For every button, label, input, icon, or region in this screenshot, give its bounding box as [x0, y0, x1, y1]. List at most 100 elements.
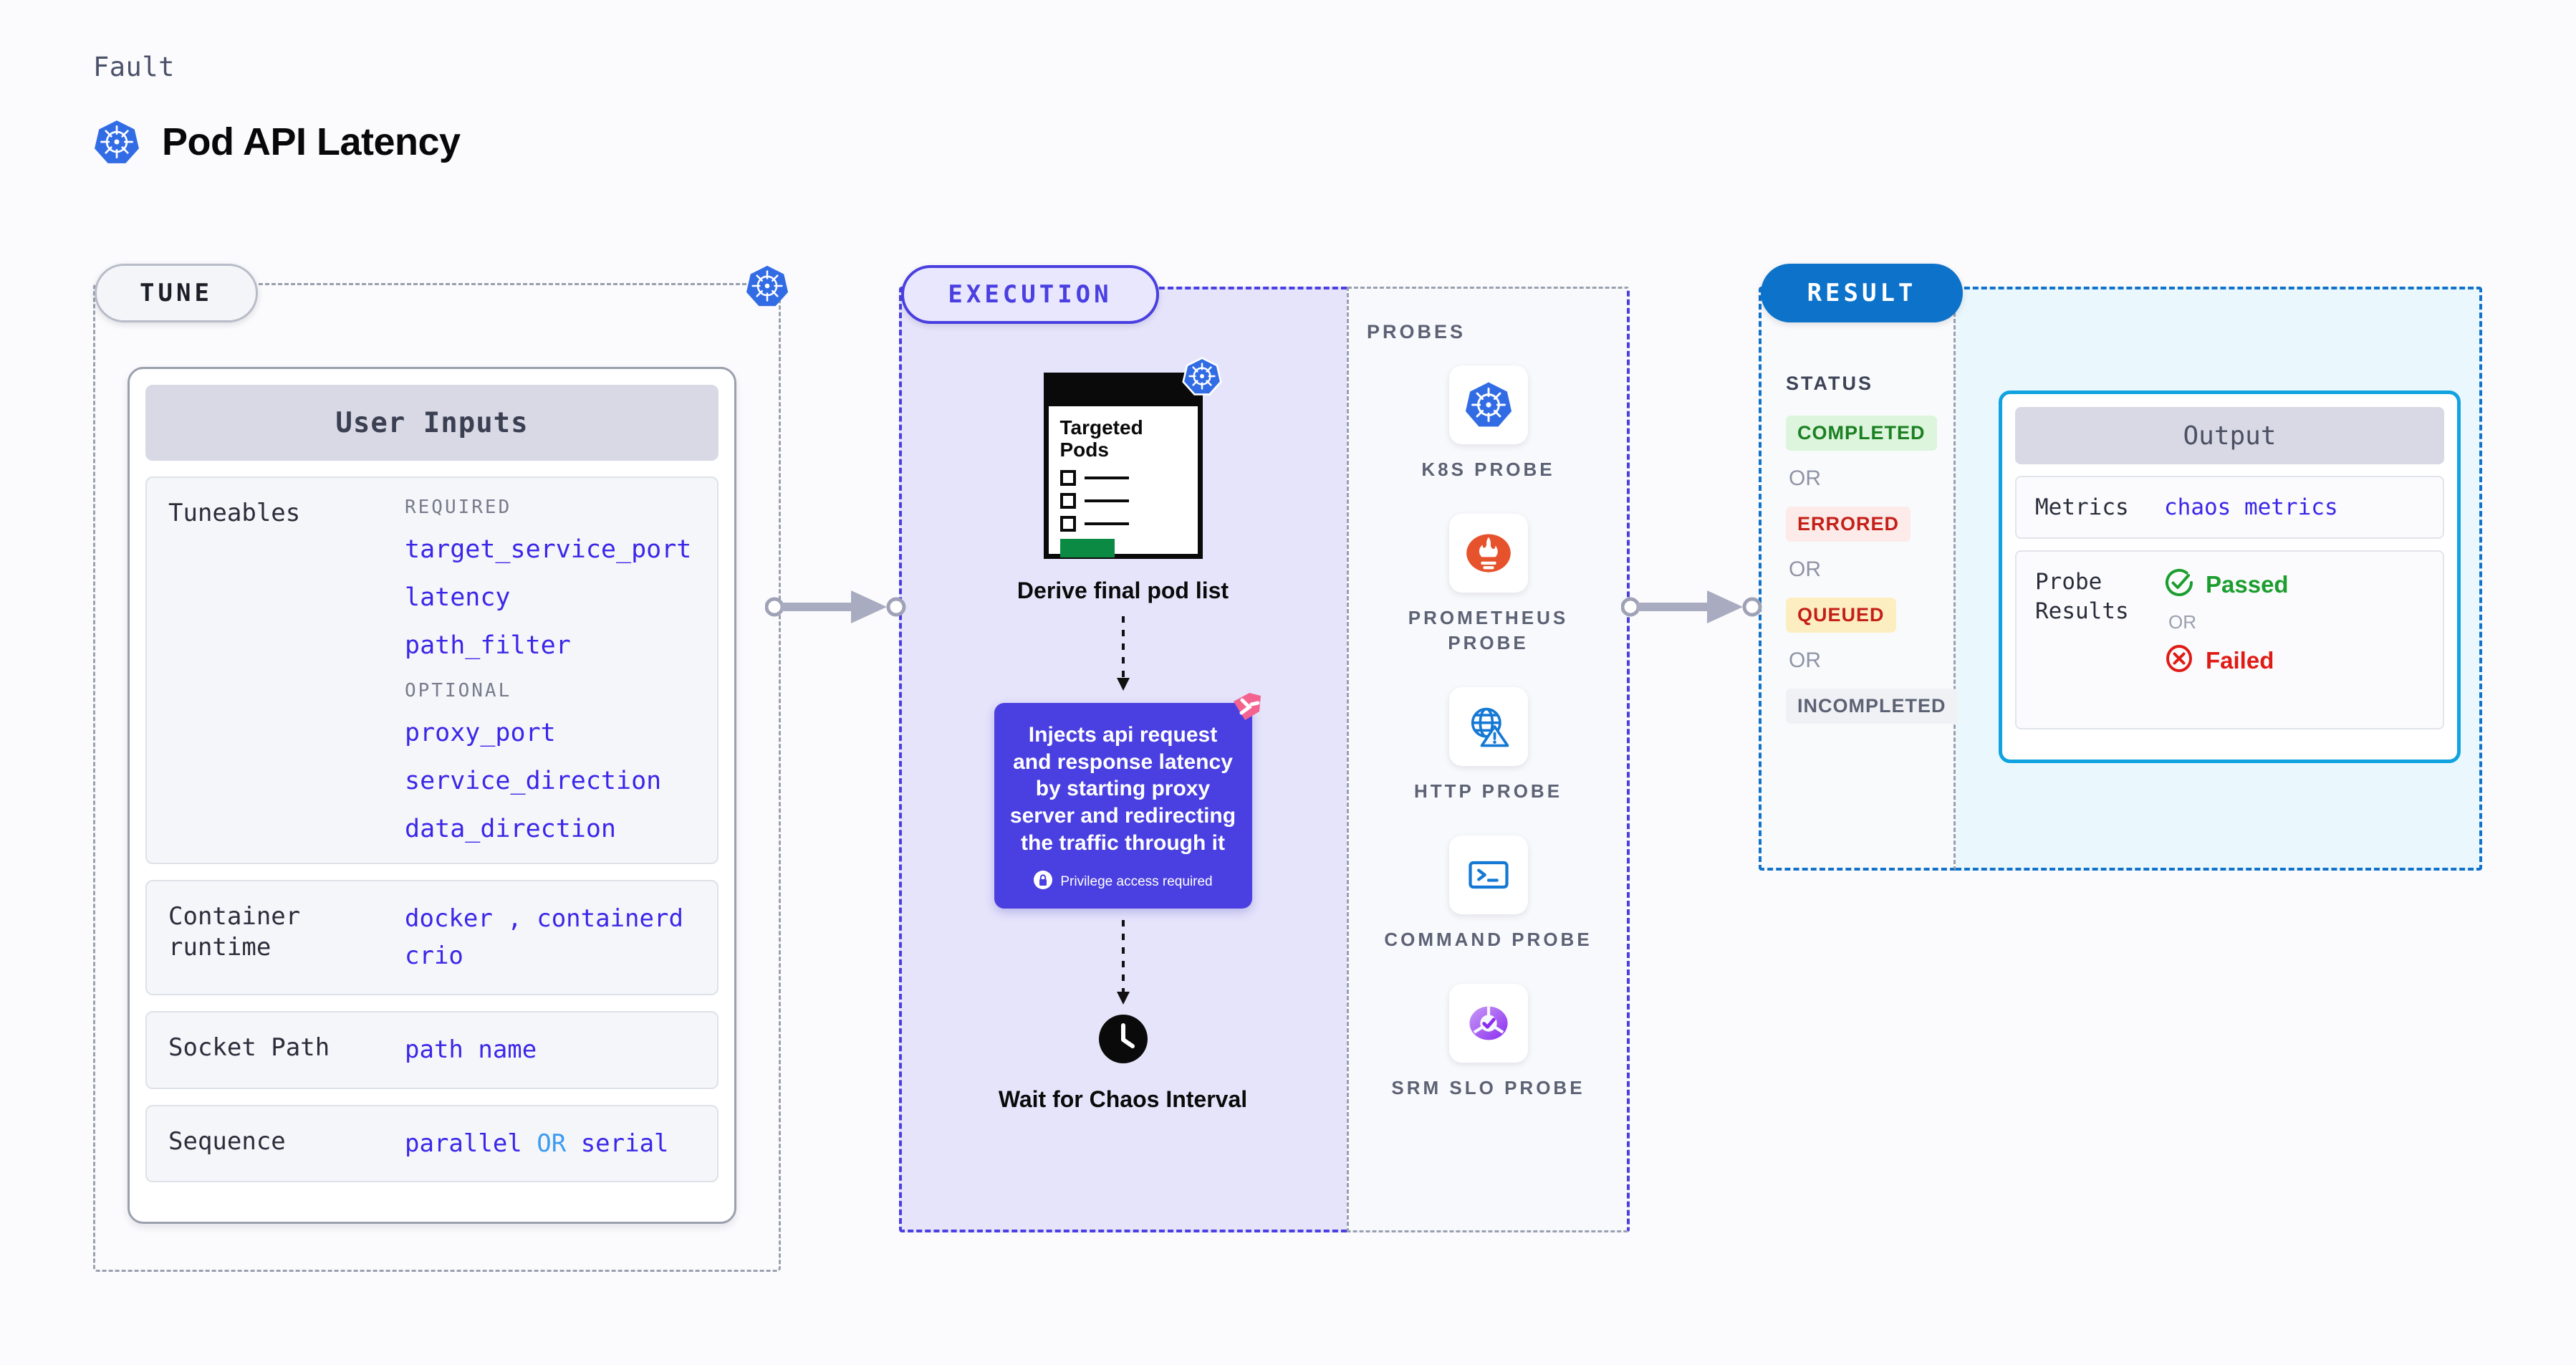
- check-circle-icon: [2164, 567, 2194, 601]
- inject-fault-description: Injects api request and response latency…: [1009, 722, 1236, 855]
- tuneables-label: Tuneables: [168, 499, 301, 527]
- wait-step: Wait for Chaos Interval: [999, 1014, 1247, 1113]
- stage-pill-result[interactable]: RESULT: [1761, 264, 1963, 322]
- tuneable-path-filter[interactable]: path_filter: [405, 631, 571, 660]
- probe-result-passed: Passed: [2164, 567, 2289, 601]
- wait-for-chaos-interval-label: Wait for Chaos Interval: [998, 1086, 1248, 1112]
- flow-arrow-down: [1114, 616, 1133, 696]
- status-badge: QUEUED: [1786, 598, 1896, 633]
- output-card: Output Metrics chaos metrics Probe Resul…: [1999, 391, 2461, 763]
- probe-passed-label: Passed: [2206, 570, 2289, 598]
- container-runtime-section: Container runtime docker , containerd cr…: [145, 879, 719, 995]
- prometheus-icon: [1448, 514, 1528, 593]
- connector-execution-to-result: [1620, 582, 1764, 636]
- tuneables-optional-label: OPTIONAL: [405, 680, 512, 702]
- probe-results-label: Probe Results: [2035, 569, 2129, 624]
- page-title-row: Pod API Latency: [93, 118, 461, 166]
- checkbox-icon: [1059, 515, 1076, 532]
- container-runtime-label: Container runtime: [168, 901, 301, 962]
- harness-logo-icon: [1228, 689, 1265, 729]
- socket-path-section: Socket Path path name: [145, 1010, 719, 1089]
- targeted-pods-document: Targeted Pods: [1043, 357, 1222, 559]
- connector-tune-to-execution: [764, 582, 908, 636]
- terminal-icon: [1448, 835, 1528, 915]
- checkbox-icon: [1059, 469, 1076, 486]
- tuneable-target-service-port[interactable]: target_service_port: [405, 535, 692, 564]
- status-badge: ERRORED: [1786, 507, 1911, 542]
- probe-label: SRM SLO PROBE: [1391, 1077, 1585, 1099]
- metrics-label: Metrics: [2035, 494, 2129, 520]
- probes-list: K8S PROBE PROMETHEUS PROBE: [1347, 365, 1630, 1101]
- status-or: OR: [1789, 648, 1821, 672]
- probe-item-command[interactable]: COMMAND PROBE: [1381, 835, 1596, 952]
- tuneables-required-label: REQUIRED: [405, 497, 512, 518]
- inject-fault-card: Injects api request and response latency…: [994, 692, 1261, 909]
- tuneable-service-direction[interactable]: service_direction: [405, 767, 662, 795]
- probe-failed-label: Failed: [2206, 646, 2274, 674]
- status-panel: [1759, 287, 1956, 871]
- kubernetes-icon: [1181, 356, 1222, 400]
- lock-icon: [1033, 870, 1053, 894]
- x-circle-icon: [2164, 643, 2194, 677]
- user-inputs-title: User Inputs: [145, 385, 719, 461]
- status-or: OR: [1789, 557, 1821, 581]
- derive-pod-list-label: Derive final pod list: [1017, 578, 1229, 603]
- container-runtime-values-line2: crio: [405, 942, 463, 971]
- tuneable-latency[interactable]: latency: [405, 583, 511, 612]
- probe-item-prometheus[interactable]: PROMETHEUS PROBE: [1381, 514, 1596, 656]
- sequence-label: Sequence: [168, 1126, 286, 1156]
- container-runtime-values-line1: docker , containerd: [405, 904, 683, 933]
- list-item: [1059, 492, 1186, 509]
- status-badge: INCOMPLETED: [1786, 689, 1958, 724]
- list-item: [1059, 469, 1186, 486]
- probe-label: K8S PROBE: [1421, 459, 1555, 480]
- probe-label: HTTP PROBE: [1413, 780, 1563, 803]
- page-eyebrow: Fault: [93, 52, 175, 82]
- status-options-list: COMPLETED OR ERRORED OR QUEUED OR INCOMP…: [1786, 416, 1958, 724]
- kubernetes-icon: [1448, 365, 1528, 444]
- clock-icon: [1098, 1014, 1148, 1068]
- probe-results-row: Probe Results Passed OR: [2015, 550, 2444, 730]
- metrics-row: Metrics chaos metrics: [2015, 476, 2444, 540]
- sequence-value-parallel: parallel: [405, 1129, 522, 1158]
- targeted-pods-title: Targeted Pods: [1059, 416, 1143, 461]
- probe-result-failed: Failed: [2164, 643, 2289, 677]
- sequence-value-serial: serial: [580, 1129, 669, 1158]
- privilege-note-row: Privilege access required: [1009, 870, 1238, 894]
- tune-panel: [93, 283, 781, 1272]
- list-item: [1059, 515, 1186, 532]
- probe-item-k8s[interactable]: K8S PROBE: [1381, 365, 1596, 482]
- socket-path-label: Socket Path: [168, 1033, 330, 1062]
- status-or: OR: [1789, 466, 1821, 490]
- tuneable-data-direction[interactable]: data_direction: [405, 814, 617, 843]
- metrics-value: chaos metrics: [2164, 494, 2338, 521]
- line-placeholder: [1084, 476, 1129, 479]
- kubernetes-icon: [93, 118, 140, 166]
- srm-slo-icon: [1448, 984, 1528, 1063]
- probe-label: COMMAND PROBE: [1384, 929, 1592, 951]
- document-title-bar: [1048, 378, 1198, 406]
- probe-label: PROMETHEUS PROBE: [1408, 607, 1569, 654]
- checkbox-icon: [1059, 492, 1076, 509]
- stage-pill-tune[interactable]: TUNE: [95, 264, 258, 322]
- execution-flow: Targeted Pods: [938, 357, 1307, 1113]
- privilege-note-text: Privilege access required: [1060, 873, 1213, 889]
- status-badge: COMPLETED: [1786, 416, 1937, 451]
- line-placeholder: [1084, 499, 1129, 502]
- line-placeholder: [1084, 522, 1129, 525]
- probes-heading: PROBES: [1367, 321, 1466, 343]
- flow-arrow-down-2: [1114, 919, 1133, 1010]
- user-inputs-card: User Inputs Tuneables REQUIRED target_se…: [128, 367, 736, 1224]
- sequence-section: Sequence parallel OR serial: [145, 1104, 719, 1183]
- page-title: Pod API Latency: [162, 120, 461, 163]
- tuneable-proxy-port[interactable]: proxy_port: [405, 719, 556, 748]
- probe-item-http[interactable]: HTTP PROBE: [1381, 687, 1596, 804]
- probe-item-srm-slo[interactable]: SRM SLO PROBE: [1381, 984, 1596, 1101]
- probe-result-or: OR: [2168, 611, 2196, 633]
- status-heading: STATUS: [1786, 373, 1873, 394]
- stage-pill-execution[interactable]: EXECUTION: [901, 265, 1159, 324]
- socket-path-value: path name: [405, 1035, 537, 1064]
- tuneables-section: Tuneables REQUIRED target_service_port l…: [145, 476, 719, 864]
- kubernetes-icon: [745, 264, 789, 312]
